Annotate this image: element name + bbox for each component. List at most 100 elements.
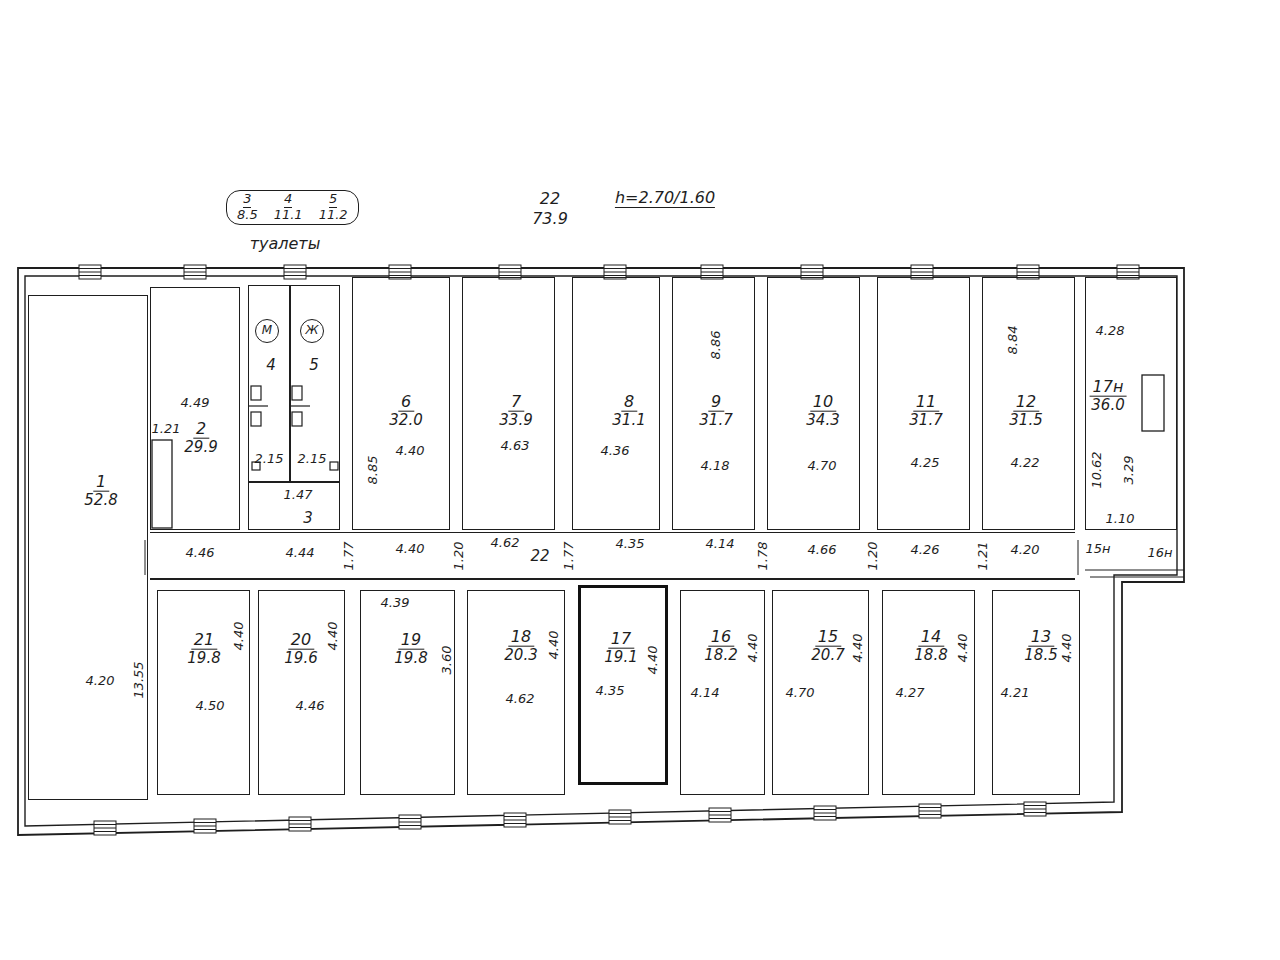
room-area: 29.9: [184, 439, 217, 456]
room-label: 22: [530, 548, 549, 565]
room-area: 18.5: [1024, 647, 1057, 664]
room: 632.0: [352, 277, 450, 530]
room-number: 16: [708, 628, 734, 647]
dimension-vertical: 4.40: [1059, 634, 1074, 663]
room-number: 10: [810, 393, 836, 412]
room-label: 1231.5: [1009, 393, 1042, 430]
dimension-label: 1.21: [152, 421, 181, 436]
dimension-label: 4.20: [1011, 542, 1040, 557]
dimension-vertical: 4.40: [955, 634, 970, 663]
room: 931.7: [672, 277, 755, 530]
room-area: 31.1: [612, 412, 645, 429]
dimension-vertical: 1.21: [975, 542, 990, 571]
dimension-label: 1.47: [284, 487, 313, 502]
dimension-label: 4.49: [181, 395, 210, 410]
room: 733.9: [462, 277, 555, 530]
dimension-vertical: 13.55: [131, 661, 146, 698]
outer-wall: [18, 268, 1184, 835]
room-label: 1131.7: [909, 393, 942, 430]
dimension-label: 4.18: [701, 458, 730, 473]
room-number: 12: [1013, 393, 1039, 412]
room: 1919.8: [360, 590, 455, 795]
room-number: 11: [913, 393, 939, 412]
dimension-label: 4.50: [196, 698, 225, 713]
room-area: 19.6: [284, 650, 317, 667]
room-area: 11.1: [274, 208, 303, 223]
room-number: 2: [193, 420, 209, 439]
dimension-vertical: 10.62: [1089, 451, 1104, 488]
room-label: 229.9: [184, 420, 217, 457]
stair-symbol: [152, 375, 1164, 528]
dimension-label: 4.46: [296, 698, 325, 713]
dimension-label: 4.63: [501, 438, 530, 453]
room-area: 18.2: [704, 647, 737, 664]
dimension-vertical: 4.40: [325, 622, 340, 651]
dimension-vertical: 1.20: [865, 542, 880, 571]
room-area: 34.3: [806, 412, 839, 429]
room-number: 13: [1028, 628, 1054, 647]
room-label: 5: [309, 357, 319, 374]
room-number: 8: [621, 393, 637, 412]
door-ticks: [145, 540, 1184, 577]
dimension-label: 4.20: [86, 673, 115, 688]
room-label: 831.1: [612, 393, 645, 430]
room-label: 4: [266, 357, 276, 374]
dimension-vertical: 4.40: [850, 634, 865, 663]
dimension-label: 4.27: [896, 685, 925, 700]
dimension-vertical: 4.40: [231, 622, 246, 651]
room-label: 632.0: [389, 393, 422, 430]
room-area: 19.1: [604, 649, 637, 666]
room-area: 4: [284, 192, 292, 208]
room-label: 1919.8: [394, 631, 427, 668]
dimension-label: h=2.70/1.60: [615, 188, 715, 208]
room-number: 15: [815, 628, 841, 647]
dimension-label: 4.62: [491, 535, 520, 550]
dimension-label: 4.21: [1001, 685, 1030, 700]
room-number: 22: [530, 548, 549, 565]
room-label: 152.8: [84, 473, 117, 510]
room-label: 1820.3: [504, 628, 537, 665]
room-number: Ж: [306, 324, 319, 338]
room-number: 1: [93, 473, 109, 492]
dimension-label: 16н: [1147, 545, 1172, 560]
room-label: 733.9: [499, 393, 532, 430]
room-area: 31.7: [699, 412, 732, 429]
room-area: 8.5: [237, 208, 258, 223]
dimension-vertical: 8.86: [708, 331, 723, 360]
room-label: 1618.2: [704, 628, 737, 665]
room-label: 17н36.0: [1090, 378, 1127, 415]
dimension-label: 4.14: [691, 685, 720, 700]
room: 2019.6: [258, 590, 345, 795]
toilet-fixtures: [248, 386, 338, 470]
room: 1231.5: [982, 277, 1075, 530]
room-label: 2019.6: [284, 631, 317, 668]
room-number: 18: [508, 628, 534, 647]
room: 1034.3: [767, 277, 860, 530]
dimension-label: 4.40: [396, 541, 425, 556]
dimension-label: 22: [540, 189, 560, 208]
room: 831.1: [572, 277, 660, 530]
room: 17н36.0: [1085, 277, 1177, 530]
room-number: 3: [303, 510, 313, 527]
room-label: 3: [303, 510, 313, 527]
room-area: 20.7: [811, 647, 844, 664]
room-label: 1034.3: [806, 393, 839, 430]
dimension-vertical: 4.40: [546, 631, 561, 660]
room: 2119.8: [157, 590, 250, 795]
dimension-vertical: 8.85: [365, 456, 380, 485]
dimension-label: 4.66: [808, 542, 837, 557]
dimension-label: 4.25: [911, 455, 940, 470]
dimension-label: 4.26: [911, 542, 940, 557]
room-number: 6: [398, 393, 414, 412]
dimension-vertical: 1.77: [561, 542, 576, 571]
dimension-label: 15н: [1085, 541, 1110, 556]
room: 1131.7: [877, 277, 970, 530]
dimension-label: 4.40: [396, 443, 425, 458]
dimension-label: 4.35: [596, 683, 625, 698]
dimension-vertical: 1.77: [341, 542, 356, 571]
dimension-vertical: 4.40: [645, 646, 660, 675]
dimension-label: 4.44: [286, 545, 315, 560]
room-number: 5: [309, 357, 319, 374]
room-group-bracket: 38.5411.1511.2: [226, 190, 359, 225]
